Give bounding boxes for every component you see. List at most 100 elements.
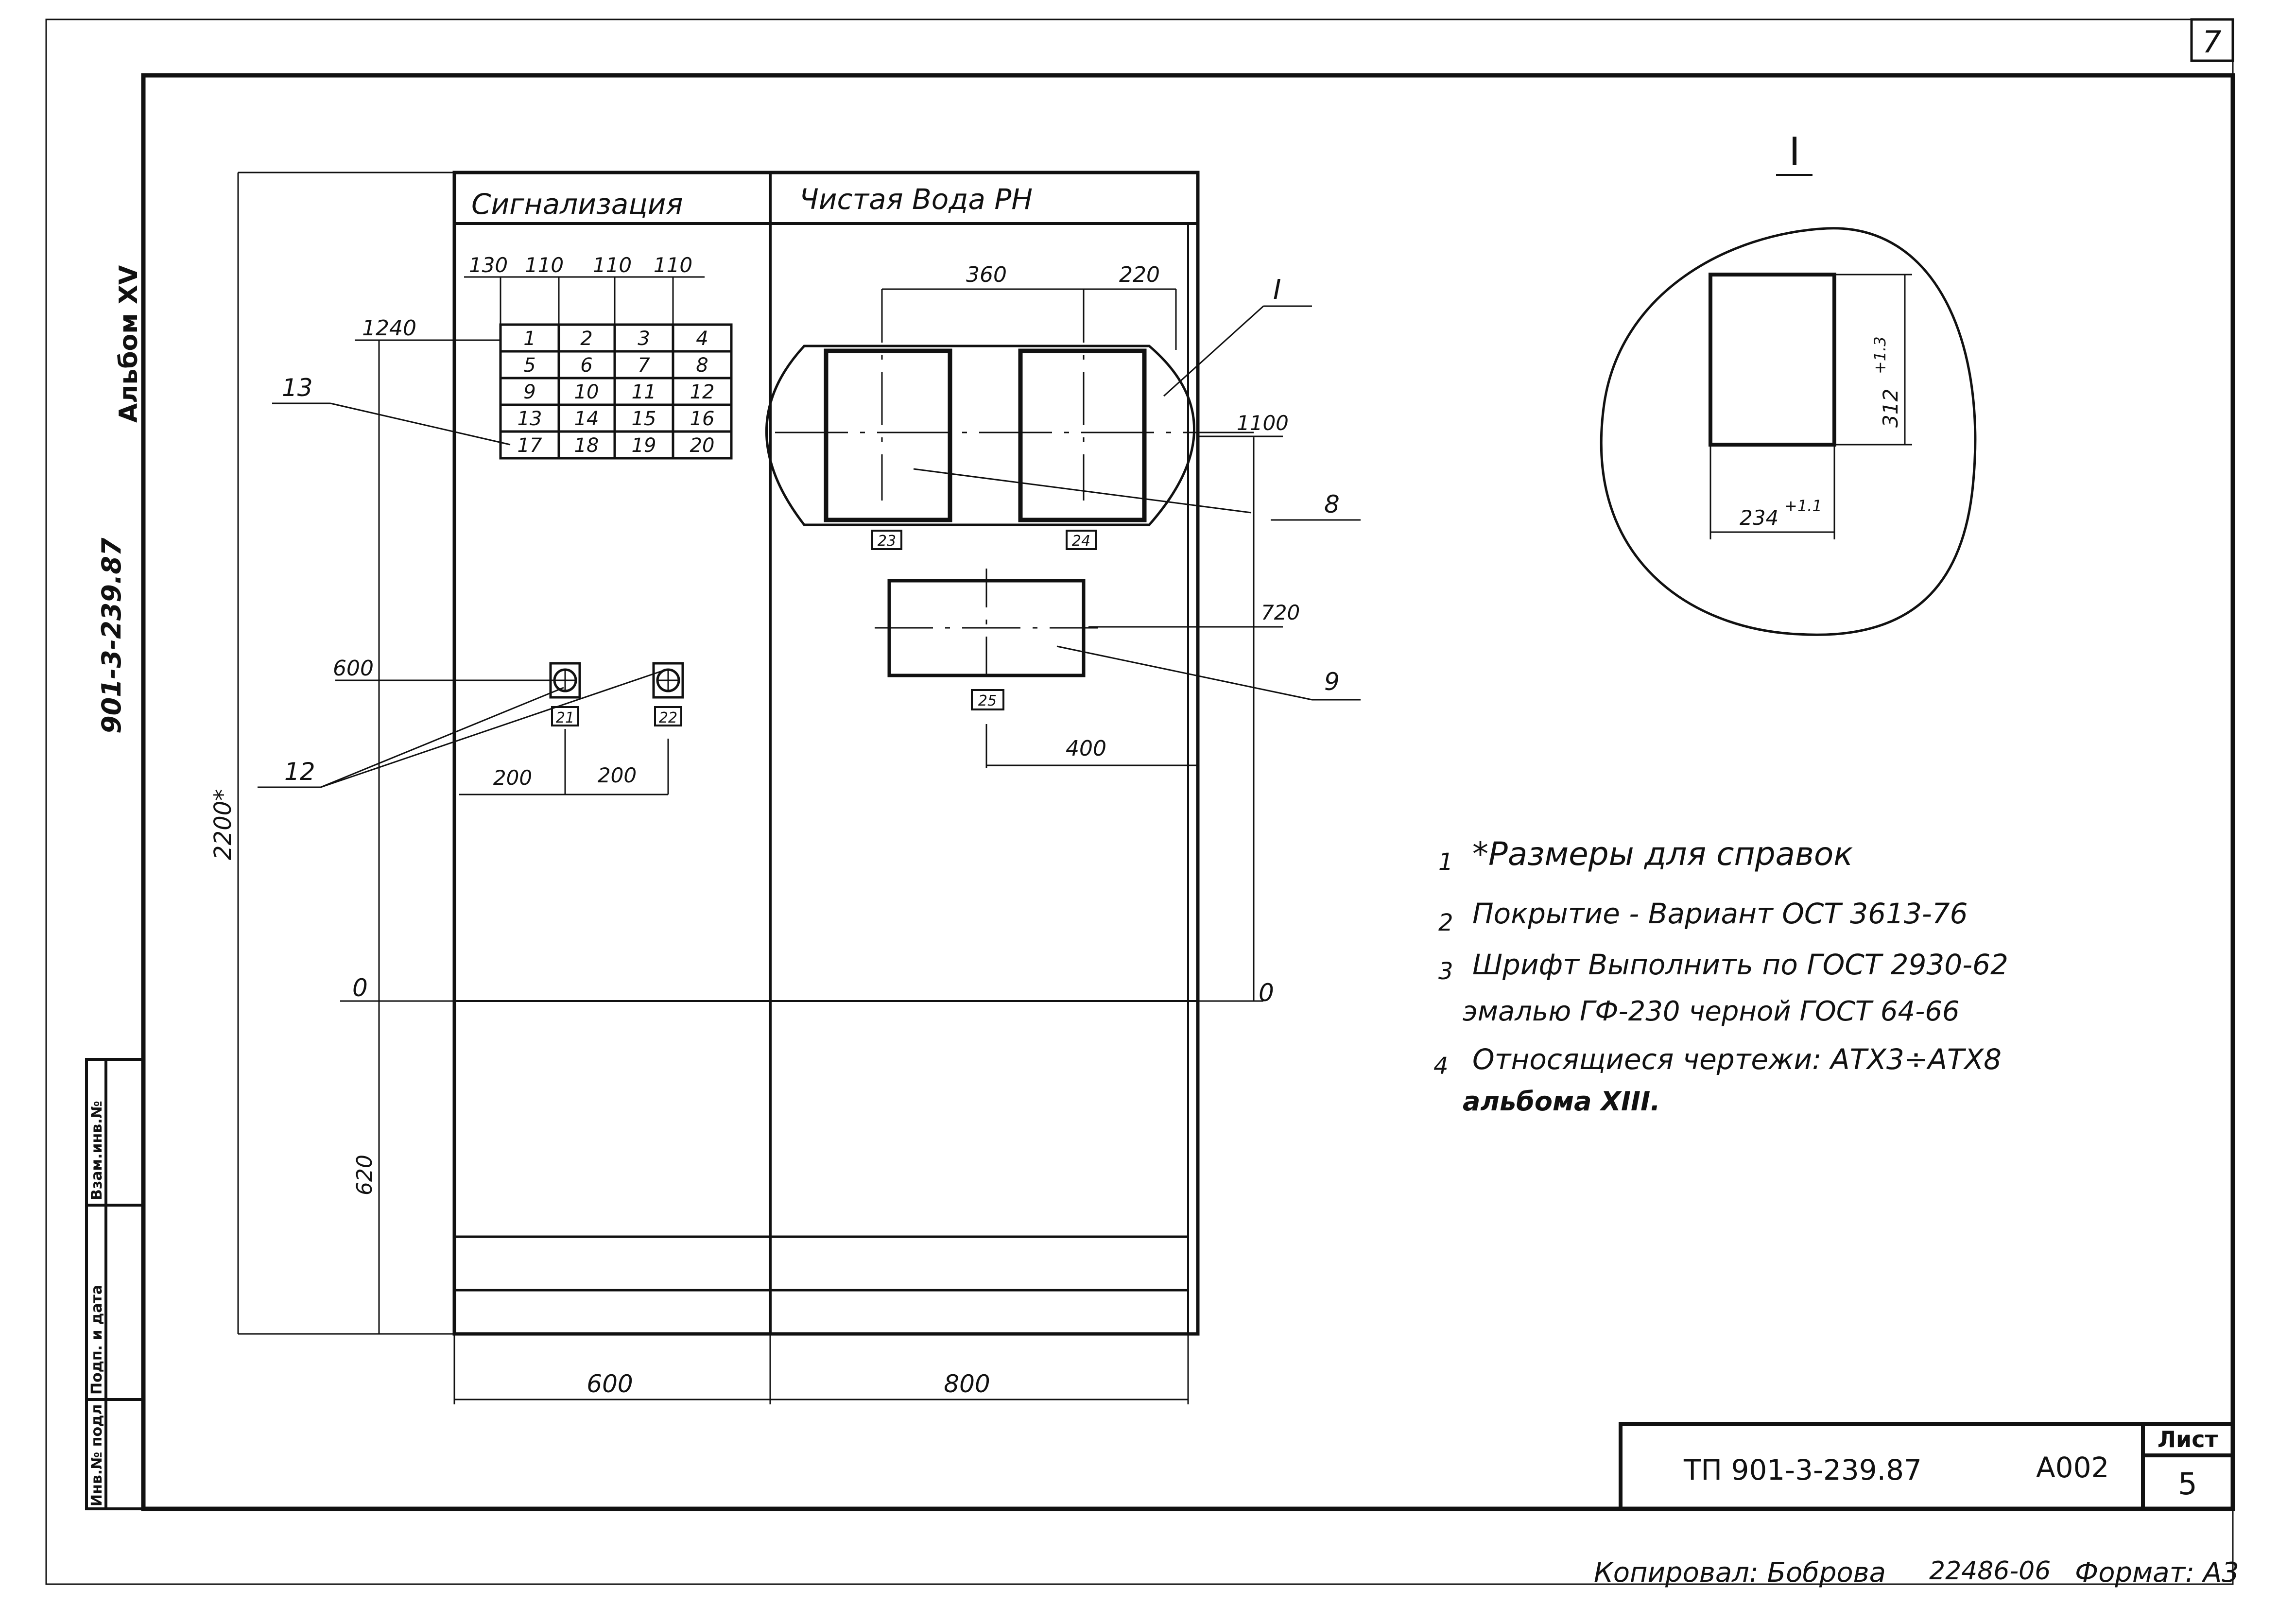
dim-zero-left: 0 xyxy=(352,974,368,1002)
note-number: 3 xyxy=(1438,958,1453,985)
tag-21: 21 xyxy=(556,709,574,726)
note-text: альбома XIII. xyxy=(1463,1086,1660,1117)
sheet-label: Лист xyxy=(2158,1426,2218,1452)
approval-stamp xyxy=(85,1058,145,1510)
gauge-25 xyxy=(875,569,1098,710)
bottom-dimensions xyxy=(453,1334,1189,1404)
dim-800-width: 800 xyxy=(944,1370,990,1398)
sheet-corner-number: 7 xyxy=(2202,24,2221,60)
note-text: Шрифт Выполнить по ГОСТ 2930-62 xyxy=(1472,948,2008,981)
grid-cell: 15 xyxy=(632,408,656,430)
detail-width-tol: +1.1 xyxy=(1784,497,1822,515)
album-label: Альбом XV xyxy=(114,265,143,423)
grid-cell: 1 xyxy=(523,328,535,350)
grid-cell: 13 xyxy=(518,408,542,430)
dim-total-2200: 2200* xyxy=(209,789,237,860)
tag-24: 24 xyxy=(1072,533,1090,550)
callout-9: 9 xyxy=(1324,668,1340,696)
dim-130: 130 xyxy=(469,253,508,277)
tag-25: 25 xyxy=(978,692,997,709)
paper-format: Формат: А3 xyxy=(2075,1557,2239,1589)
lamp-spacing-dims xyxy=(459,729,669,795)
grid-cell: 6 xyxy=(580,354,592,377)
tag-22: 22 xyxy=(659,709,677,726)
title-block xyxy=(1619,1422,2235,1511)
callout-12: 12 xyxy=(284,758,315,786)
grid-cell: 14 xyxy=(574,408,599,430)
grid-cell: 19 xyxy=(632,434,656,457)
panel-header-water: Чистая Вода РН xyxy=(799,183,1033,216)
grid-cell: 9 xyxy=(523,381,535,403)
dim-zero-right: 0 xyxy=(1259,979,1274,1007)
grid-cell: 20 xyxy=(690,434,715,457)
grid-cell: 17 xyxy=(518,434,542,457)
general-notes: 1 *Размеры для справок 2 Покрытие - Вари… xyxy=(1433,835,2008,1117)
callout-8: 8 xyxy=(1324,490,1340,518)
detail-view-I xyxy=(1600,174,1977,636)
dim-600-height: 600 xyxy=(333,656,374,681)
grid-cell: 3 xyxy=(638,328,650,350)
detail-height-dim: 312 xyxy=(1879,389,1902,428)
grid-cell: 7 xyxy=(638,354,650,377)
grid-cell: 18 xyxy=(574,434,599,457)
callout-12-leader xyxy=(258,670,664,788)
order-number: 22486-06 xyxy=(1929,1556,2051,1586)
right-dimensions xyxy=(985,435,1283,1002)
stamp-cell-replace: Взам.инв.№ xyxy=(88,1101,105,1200)
grid-cell: 4 xyxy=(696,328,708,350)
grid-cell: 16 xyxy=(690,408,715,430)
lamp-22 xyxy=(652,662,684,726)
copied-by: Копировал: Боброва xyxy=(1594,1557,1886,1589)
grid-numbers: 1 2 3 4 5 6 7 8 9 10 11 12 13 14 15 16 1… xyxy=(518,328,715,457)
grid-cell: 2 xyxy=(580,328,592,350)
dim-720: 720 xyxy=(1261,601,1300,624)
side-labels: Альбом XV 901-3-239.87 xyxy=(96,265,143,734)
signal-grid xyxy=(464,276,733,460)
stamp-cell-sign: Подп. и дата xyxy=(88,1285,105,1395)
note-number: 2 xyxy=(1438,909,1453,936)
grid-cell: 5 xyxy=(523,354,535,377)
dim-110: 110 xyxy=(593,253,632,277)
note-number: 1 xyxy=(1438,848,1453,876)
callout-I: I xyxy=(1273,274,1281,306)
note-text: эмалью ГФ-230 черной ГОСТ 64-66 xyxy=(1463,996,1960,1027)
panel-front-view xyxy=(452,171,1200,1336)
dim-200-b: 200 xyxy=(598,763,637,787)
panel-header-signal: Сигнализация xyxy=(471,188,683,221)
vertical-dimensions xyxy=(237,172,566,1335)
lamp-21 xyxy=(549,662,581,726)
dim-110: 110 xyxy=(525,253,564,277)
dim-600-width: 600 xyxy=(587,1370,633,1398)
title-project: ТП 901-3-239.87 xyxy=(1683,1453,1922,1486)
grid-spacing-dims: 130 110 110 110 xyxy=(469,253,692,277)
note-text: *Размеры для справок xyxy=(1472,835,1853,873)
footer: Копировал: Боброва 22486-06 Формат: А3 xyxy=(1594,1556,2239,1589)
sheet-number: 5 xyxy=(2178,1466,2197,1502)
callout-13-leader xyxy=(272,402,511,446)
callout-leaders-right xyxy=(913,305,1361,701)
note-number: 4 xyxy=(1433,1053,1449,1080)
dim-620: 620 xyxy=(352,1155,377,1195)
grid-cell: 12 xyxy=(690,381,715,403)
dim-360: 360 xyxy=(966,262,1007,287)
detail-width-dim: 234 xyxy=(1740,506,1778,530)
detail-height-tol: +1.3 xyxy=(1871,336,1889,374)
note-text: Относящиеся чертежи: АТХ3÷АТХ8 xyxy=(1472,1043,2002,1076)
stamp-cell-inv: Инв.№ подл xyxy=(88,1404,105,1506)
detail-title: I xyxy=(1789,129,1800,174)
callout-13: 13 xyxy=(282,374,313,402)
sheet-frame xyxy=(45,18,2235,1585)
tag-23: 23 xyxy=(878,533,896,550)
dim-1100: 1100 xyxy=(1237,411,1289,435)
dim-1240: 1240 xyxy=(362,316,416,341)
grid-cell: 8 xyxy=(696,354,708,377)
grid-cell: 11 xyxy=(632,381,656,403)
dim-220: 220 xyxy=(1119,262,1160,287)
gauge-bezel xyxy=(765,288,1254,550)
title-code: А002 xyxy=(2036,1451,2109,1484)
note-text: Покрытие - Вариант ОСТ 3613-76 xyxy=(1472,897,1968,930)
dim-400: 400 xyxy=(1066,736,1106,761)
doc-code-label: 901-3-239.87 xyxy=(96,537,127,734)
dim-200-a: 200 xyxy=(493,766,532,790)
